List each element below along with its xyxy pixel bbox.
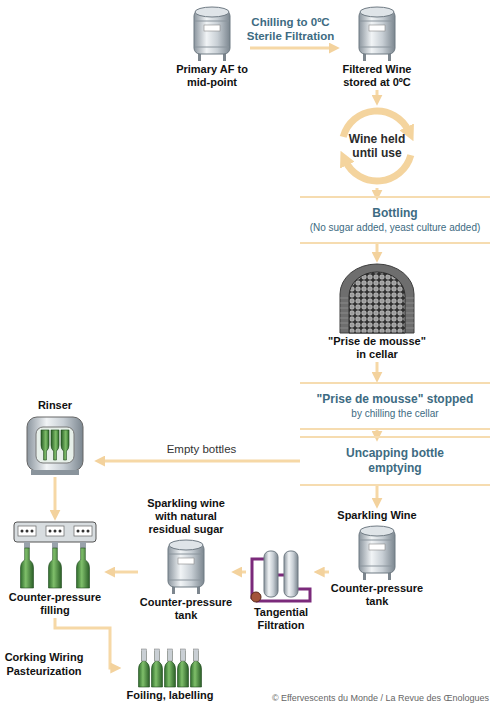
tank-icon: [164, 537, 208, 595]
bottles-illustration: [139, 649, 202, 687]
bottle-shape: [41, 430, 49, 460]
watermark: © Effervescents du Monde / La Revue des …: [272, 693, 489, 703]
cellar-icon: [337, 262, 417, 334]
filter-icon: [246, 545, 316, 605]
bottles-node: Foiling, labelling: [115, 648, 225, 703]
loop-illustration: [343, 111, 411, 181]
band-node: Uncapping bottle emptying: [300, 436, 490, 486]
rinser-illustration: [27, 417, 83, 475]
flow-arrow: [376, 244, 379, 254]
node-label: Sparkling Wine: [329, 508, 425, 523]
flow-arrow: [54, 477, 57, 512]
bottles-icon: [135, 648, 205, 688]
rinser-node: Rinser: [15, 398, 95, 477]
node-label: (No sugar added, yeast culture added): [304, 221, 486, 234]
flow-arrow: [376, 486, 379, 500]
node-label: "Prise de mousse" in cellar: [322, 334, 432, 362]
node-label: Counter-pressure filling: [5, 590, 105, 618]
bottle-shape: [77, 548, 90, 588]
loop-node: Wine held until use: [335, 104, 419, 188]
node-label: Sparkling wine with natural residual sug…: [138, 496, 234, 537]
tank-illustration: [359, 526, 395, 580]
filler-icon: [10, 520, 100, 590]
flow-arrow: [250, 47, 331, 50]
flow-arrow: [376, 188, 379, 192]
filler-node: Counter-pressure filling: [5, 520, 105, 618]
node-label: Bottling: [304, 206, 486, 221]
tank-node: Sparkling wine with natural residual sug…: [138, 496, 234, 623]
tank-icon: [355, 523, 399, 581]
tank-node: Filtered Wine stored at 0ºC: [339, 4, 415, 90]
edge-label: Corking Wiring Pasteurization: [4, 650, 84, 678]
tank-illustration: [168, 540, 204, 594]
edge-label: Empty bottles: [167, 442, 237, 456]
band-node: "Prise de mousse" stoppedby chilling the…: [300, 382, 490, 430]
node-label: Uncapping bottle emptying: [340, 446, 450, 476]
flow-arrow: [376, 430, 379, 433]
bottle-shape: [21, 548, 34, 588]
flow-arrow: [376, 362, 379, 374]
band-node: Bottling(No sugar added, yeast culture a…: [300, 196, 490, 244]
filler-illustration: [14, 522, 96, 588]
tank-icon: [190, 4, 234, 62]
edge-label: Chilling to 0ºC Sterile Filtration: [239, 15, 343, 43]
tank-illustration: [194, 7, 230, 61]
cellar-illustration: [340, 264, 414, 333]
cellar-node: "Prise de mousse" in cellar: [322, 262, 432, 362]
node-label: "Prise de mousse" stopped: [304, 392, 486, 407]
flow-arrow: [376, 90, 379, 97]
tank-illustration: [359, 7, 395, 61]
filter-node: Tangential Filtration: [246, 545, 316, 633]
bottle-shape: [49, 548, 62, 588]
node-label: Rinser: [15, 398, 95, 413]
node-label: Counter-pressure tank: [138, 595, 234, 623]
flow-arrow: [113, 571, 138, 574]
flow-arrow: [240, 571, 246, 574]
bottle-shape: [61, 430, 69, 460]
node-label: Counter-pressure tank: [329, 581, 425, 609]
flow-arrow: [323, 571, 330, 574]
node-label: Filtered Wine stored at 0ºC: [339, 62, 415, 90]
flow-arrow: [103, 460, 300, 463]
tank-icon: [355, 4, 399, 62]
bottle-shape: [51, 430, 59, 460]
node-label: Foiling, labelling: [115, 688, 225, 703]
filter-illustration: [251, 551, 310, 602]
rinser-icon: [23, 413, 87, 477]
tank-node: Sparkling WineCounter-pressure tank: [329, 508, 425, 609]
node-label: by chilling the cellar: [304, 407, 486, 420]
node-label: Primary AF to mid-point: [174, 62, 250, 90]
node-label: Wine held until use: [347, 131, 407, 161]
node-label: Tangential Filtration: [246, 605, 316, 633]
